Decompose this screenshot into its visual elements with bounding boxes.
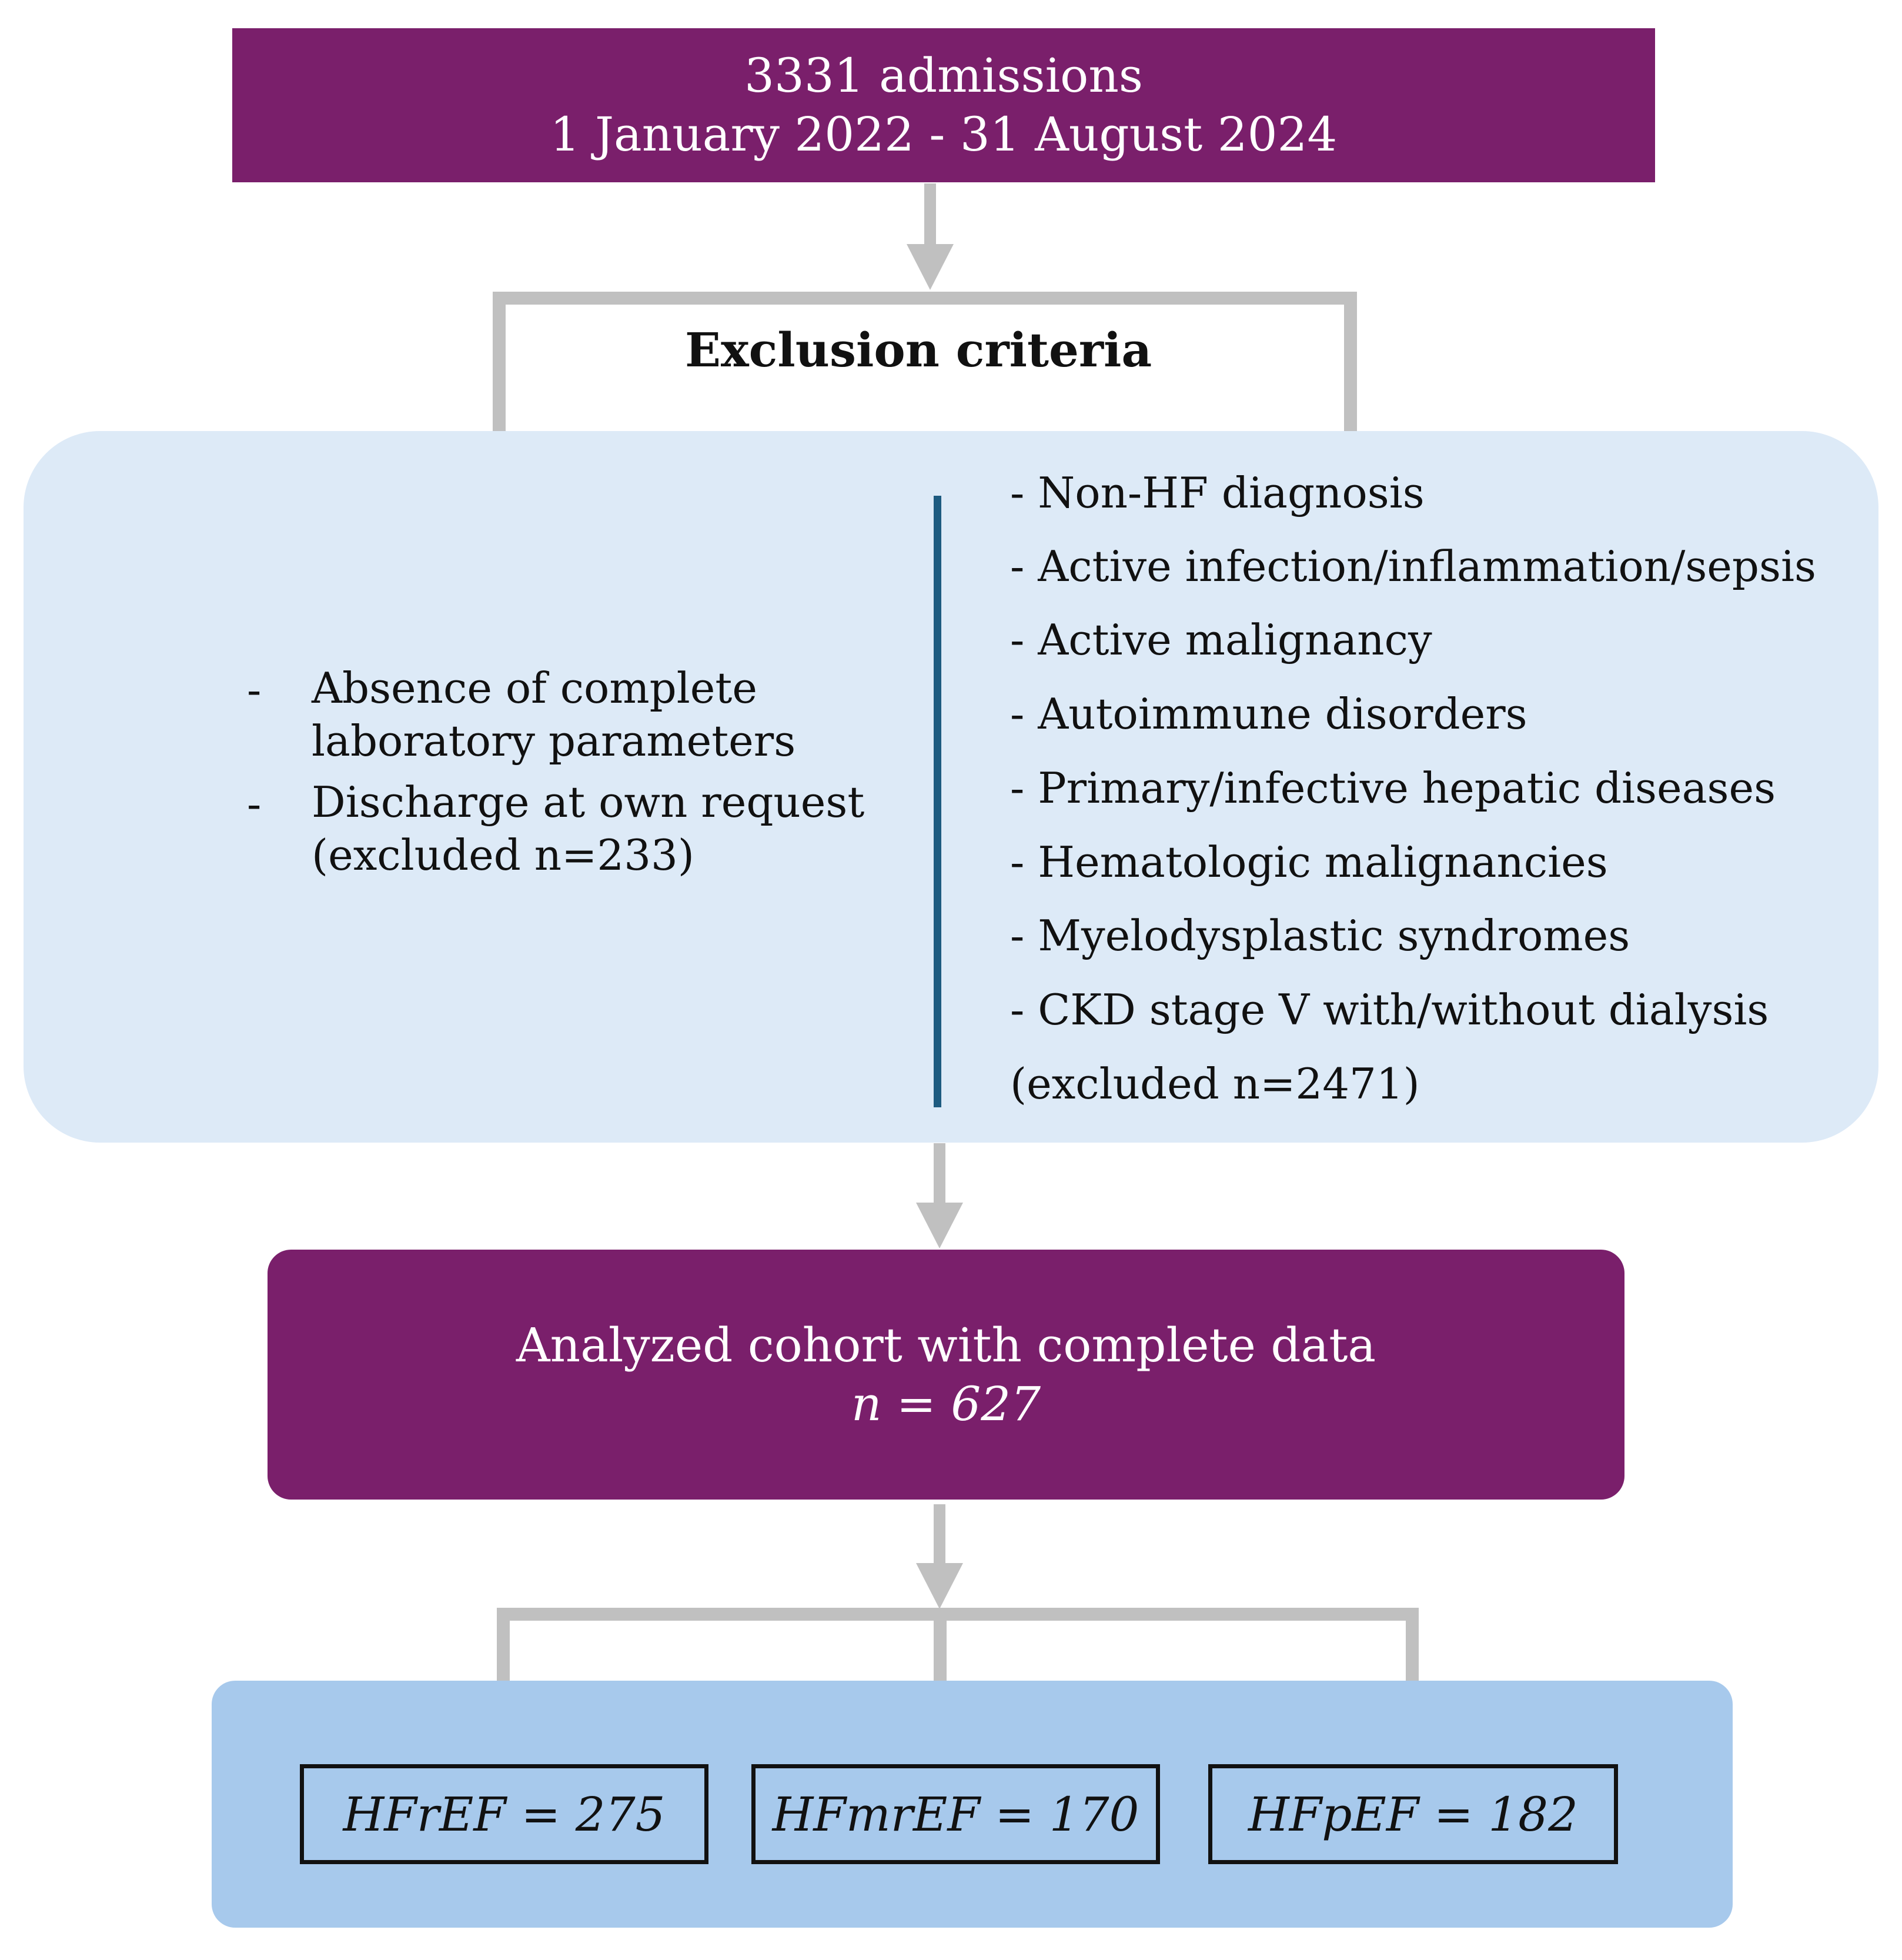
bracket-right [1344, 292, 1357, 432]
cohort-title: Analyzed cohort with complete data [516, 1317, 1376, 1373]
bullet-dash: - [247, 665, 262, 714]
right-item: - Active malignancy [1010, 615, 1432, 665]
panel-divider [934, 496, 941, 1107]
left-item-2: - Discharge at own request (excluded n=2… [247, 776, 894, 882]
left-item-1-line-1: Absence of complete [312, 663, 757, 713]
right-item: - Active infection/inflammation/sepsis [1010, 542, 1816, 591]
bracket-top [493, 292, 1357, 305]
group-hfpef: HFpEF = 182 [1208, 1764, 1618, 1864]
admissions-box: 3331 admissions 1 January 2022 - 31 Augu… [232, 28, 1655, 182]
cohort-box: Analyzed cohort with complete data n = 6… [268, 1250, 1624, 1500]
group-hfref: HFrEF = 275 [300, 1764, 708, 1864]
split-bracket-middle [934, 1608, 947, 1687]
left-excluded-count: (excluded n=233) [312, 830, 694, 880]
admissions-count: 3331 admissions [744, 48, 1143, 103]
group-hfmref: HFmrEF = 170 [751, 1764, 1160, 1864]
arrow-head-2 [916, 1203, 963, 1248]
groups-panel [212, 1681, 1733, 1928]
admissions-period: 1 January 2022 - 31 August 2024 [550, 107, 1338, 162]
split-bracket-top [497, 1608, 1419, 1621]
right-item: - Myelodysplastic syndromes [1010, 911, 1630, 960]
exclusion-title: Exclusion criteria [685, 322, 1152, 378]
cohort-count: n = 627 [851, 1376, 1041, 1431]
bullet-dash: - [247, 779, 262, 829]
arrow-shaft-1 [924, 183, 936, 248]
split-bracket-right [1406, 1608, 1419, 1687]
right-item: - Autoimmune disorders [1010, 689, 1527, 739]
arrow-head-3 [916, 1563, 963, 1609]
arrow-shaft-3 [934, 1504, 945, 1569]
right-excluded-count: (excluded n=2471) [1010, 1059, 1420, 1108]
left-criteria: - Absence of complete laboratory paramet… [247, 662, 894, 882]
left-item-2-line-1: Discharge at own request [312, 777, 865, 827]
left-item-1-line-2: laboratory parameters [312, 716, 796, 766]
right-item: - Hematologic malignancies [1010, 837, 1608, 887]
right-item: - Non-HF diagnosis [1010, 468, 1425, 517]
bracket-left [493, 292, 506, 432]
right-item: - CKD stage V with/without dialysis [1010, 985, 1769, 1034]
exclusion-panel [24, 431, 1878, 1143]
right-item: - Primary/infective hepatic diseases [1010, 763, 1776, 813]
arrow-head-1 [907, 244, 954, 290]
left-item-1: - Absence of complete laboratory paramet… [247, 662, 894, 767]
split-bracket-left [497, 1608, 510, 1687]
arrow-shaft-2 [934, 1143, 945, 1208]
